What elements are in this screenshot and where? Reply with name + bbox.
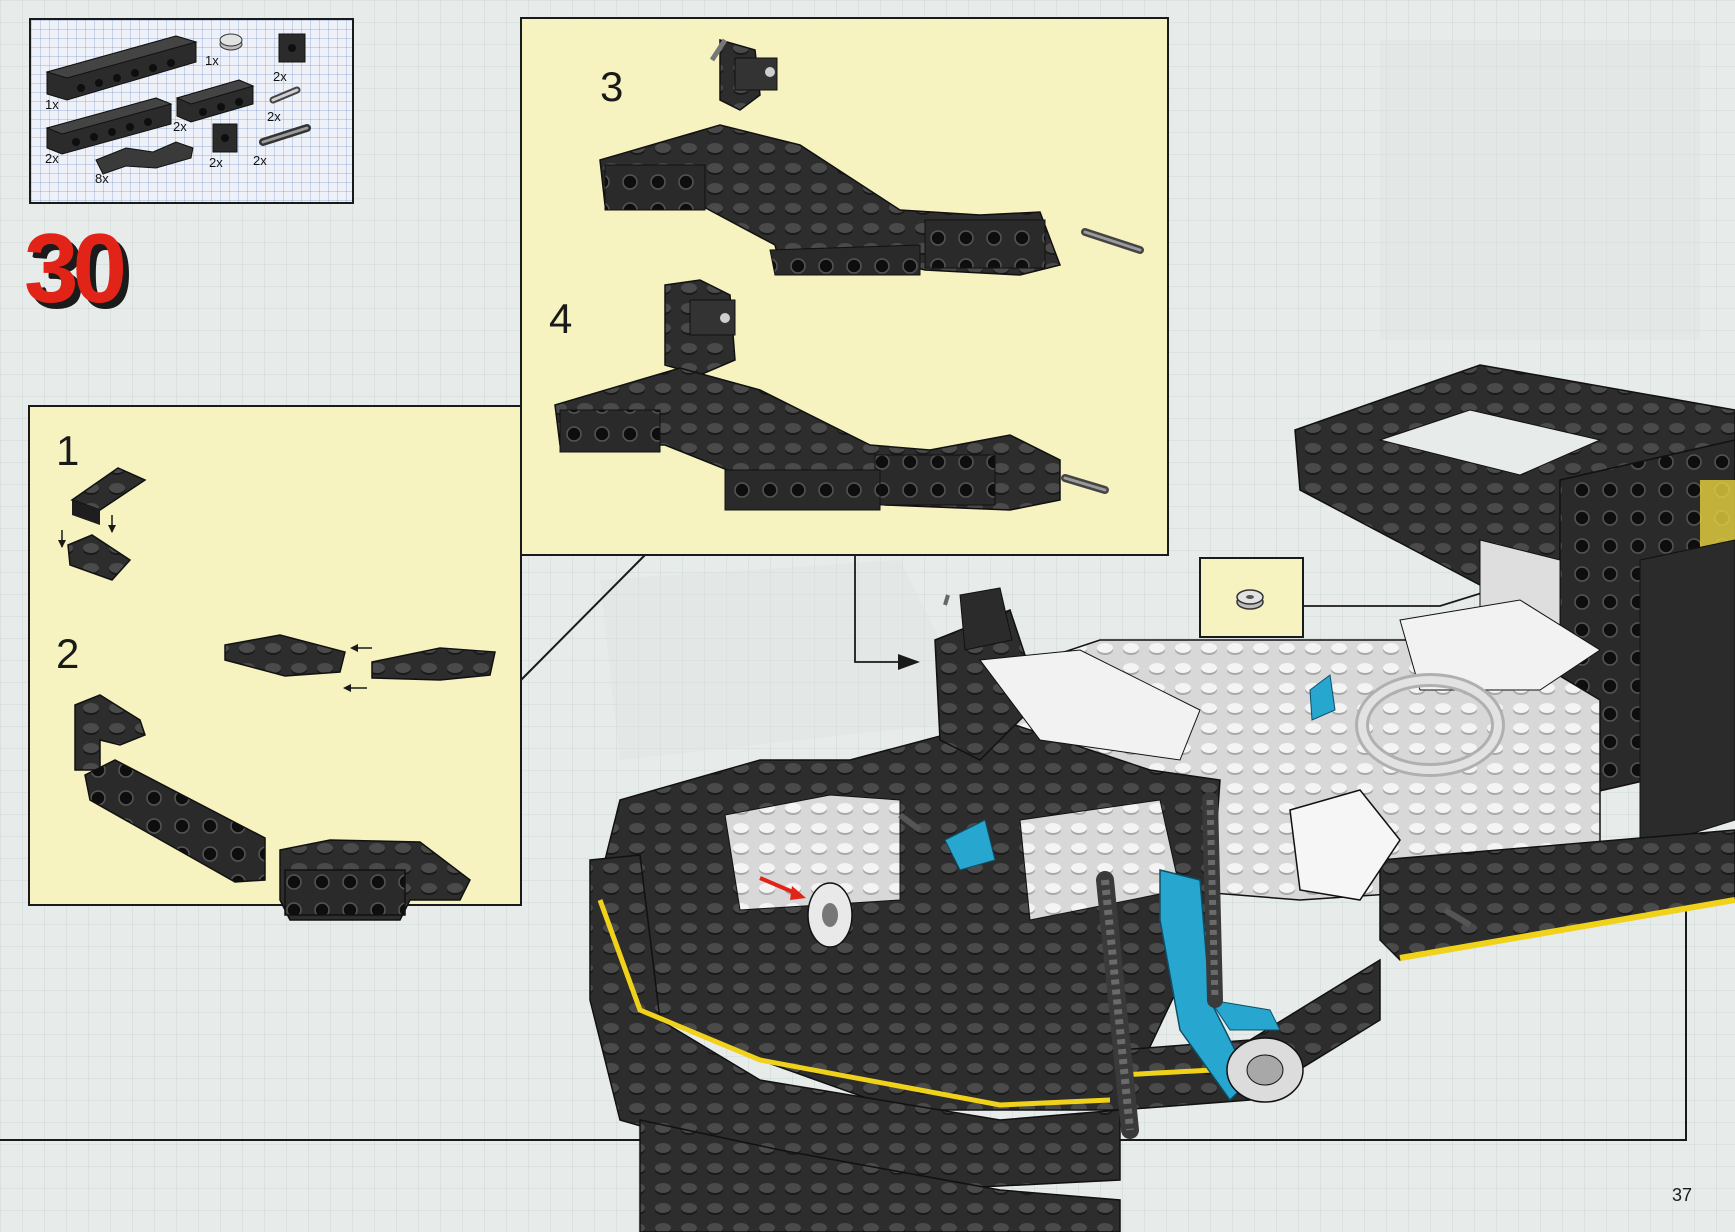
axle-part	[259, 124, 311, 146]
arrow-head	[898, 654, 920, 670]
callout-leader-line	[520, 554, 646, 681]
qty-gear: 1x	[205, 53, 219, 68]
qty-cube-bottom: 2x	[209, 155, 223, 170]
qty-mid-beam: 2x	[173, 119, 187, 134]
qty-long-beam: 1x	[45, 97, 59, 112]
pin-part	[269, 86, 301, 104]
substep-label-1: 1	[56, 427, 80, 474]
substep-3-parts	[599, 38, 1144, 276]
page-number: 37	[1672, 1185, 1693, 1205]
beam-part	[45, 35, 198, 101]
plate-part	[95, 141, 194, 175]
parts-list-bricks	[45, 33, 311, 175]
beam-part	[175, 79, 255, 123]
qty-axle: 2x	[253, 153, 267, 168]
substep-2-parts	[74, 634, 496, 921]
beam-part	[45, 97, 173, 155]
qty-curved-plate: 8x	[95, 171, 109, 186]
substep-label-4: 4	[549, 295, 573, 342]
substep-1-parts	[58, 467, 147, 581]
attach-arrow	[854, 555, 905, 663]
substep-label-2: 2	[56, 630, 80, 677]
qty-cube-top: 2x	[273, 69, 287, 84]
qty-pin: 2x	[267, 109, 281, 124]
faint-background-ghost	[600, 40, 1700, 760]
step-number: 30	[24, 213, 127, 323]
brick-part	[278, 33, 306, 63]
qty-beam: 2x	[45, 151, 59, 166]
car-chassis-model	[589, 364, 1735, 1232]
parts-list: 1x 1x 2x 2x 2x 2x 2x 8x 2x	[29, 18, 354, 204]
frame-line	[0, 820, 1687, 1141]
gear-icon	[1236, 589, 1264, 610]
brick-part	[212, 123, 238, 153]
substep-4-parts	[554, 279, 1109, 511]
substep-label-3: 3	[600, 63, 624, 110]
gear-part-icon	[219, 33, 243, 51]
